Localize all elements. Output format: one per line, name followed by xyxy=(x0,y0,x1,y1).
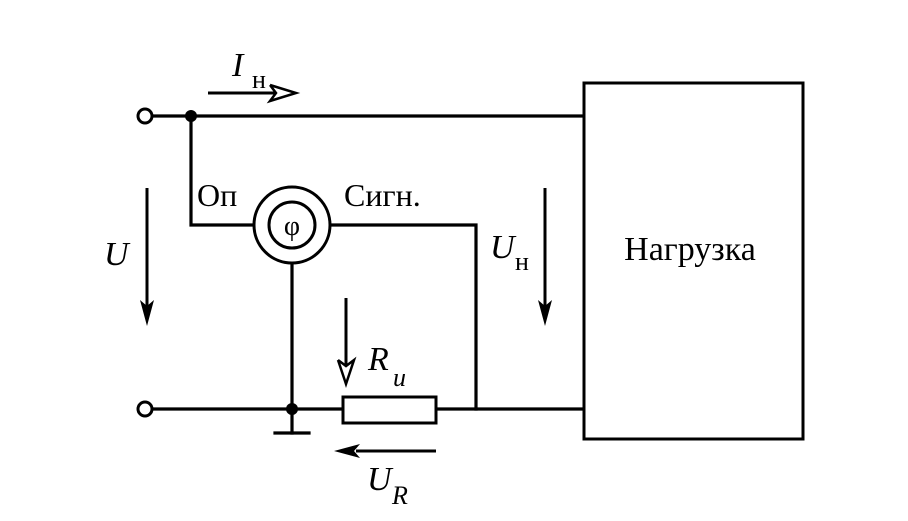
signal-input-label: Сигн. xyxy=(344,177,421,213)
input-voltage-arrow xyxy=(140,188,154,326)
reference-wire xyxy=(189,114,256,227)
shunt-resistor xyxy=(341,395,438,425)
resistor-voltage-arrow xyxy=(334,444,436,458)
resistor-voltage-label: U xyxy=(367,461,394,498)
load-label: Нагрузка xyxy=(624,231,756,268)
signal-wire xyxy=(328,223,478,411)
phase-meter: φ xyxy=(252,185,332,265)
input-terminal-bottom xyxy=(136,400,154,418)
input-voltage-label: U xyxy=(104,236,131,273)
load-voltage-arrow xyxy=(538,188,552,326)
phase-meter-symbol: φ xyxy=(284,211,300,242)
reference-input-label: Оп xyxy=(197,177,237,213)
current-subscript: н xyxy=(252,65,266,94)
resistor-voltage-subscript: R xyxy=(391,481,408,510)
input-terminal-top xyxy=(136,107,154,125)
load-voltage-label: U xyxy=(490,229,517,266)
resistor-subscript: и xyxy=(393,363,406,392)
current-label: I xyxy=(231,47,245,84)
resistor-current-arrow xyxy=(336,298,357,388)
load-voltage-subscript: н xyxy=(515,247,529,276)
resistor-label: R xyxy=(367,341,389,378)
load-block xyxy=(582,81,805,441)
current-arrow xyxy=(208,83,301,104)
